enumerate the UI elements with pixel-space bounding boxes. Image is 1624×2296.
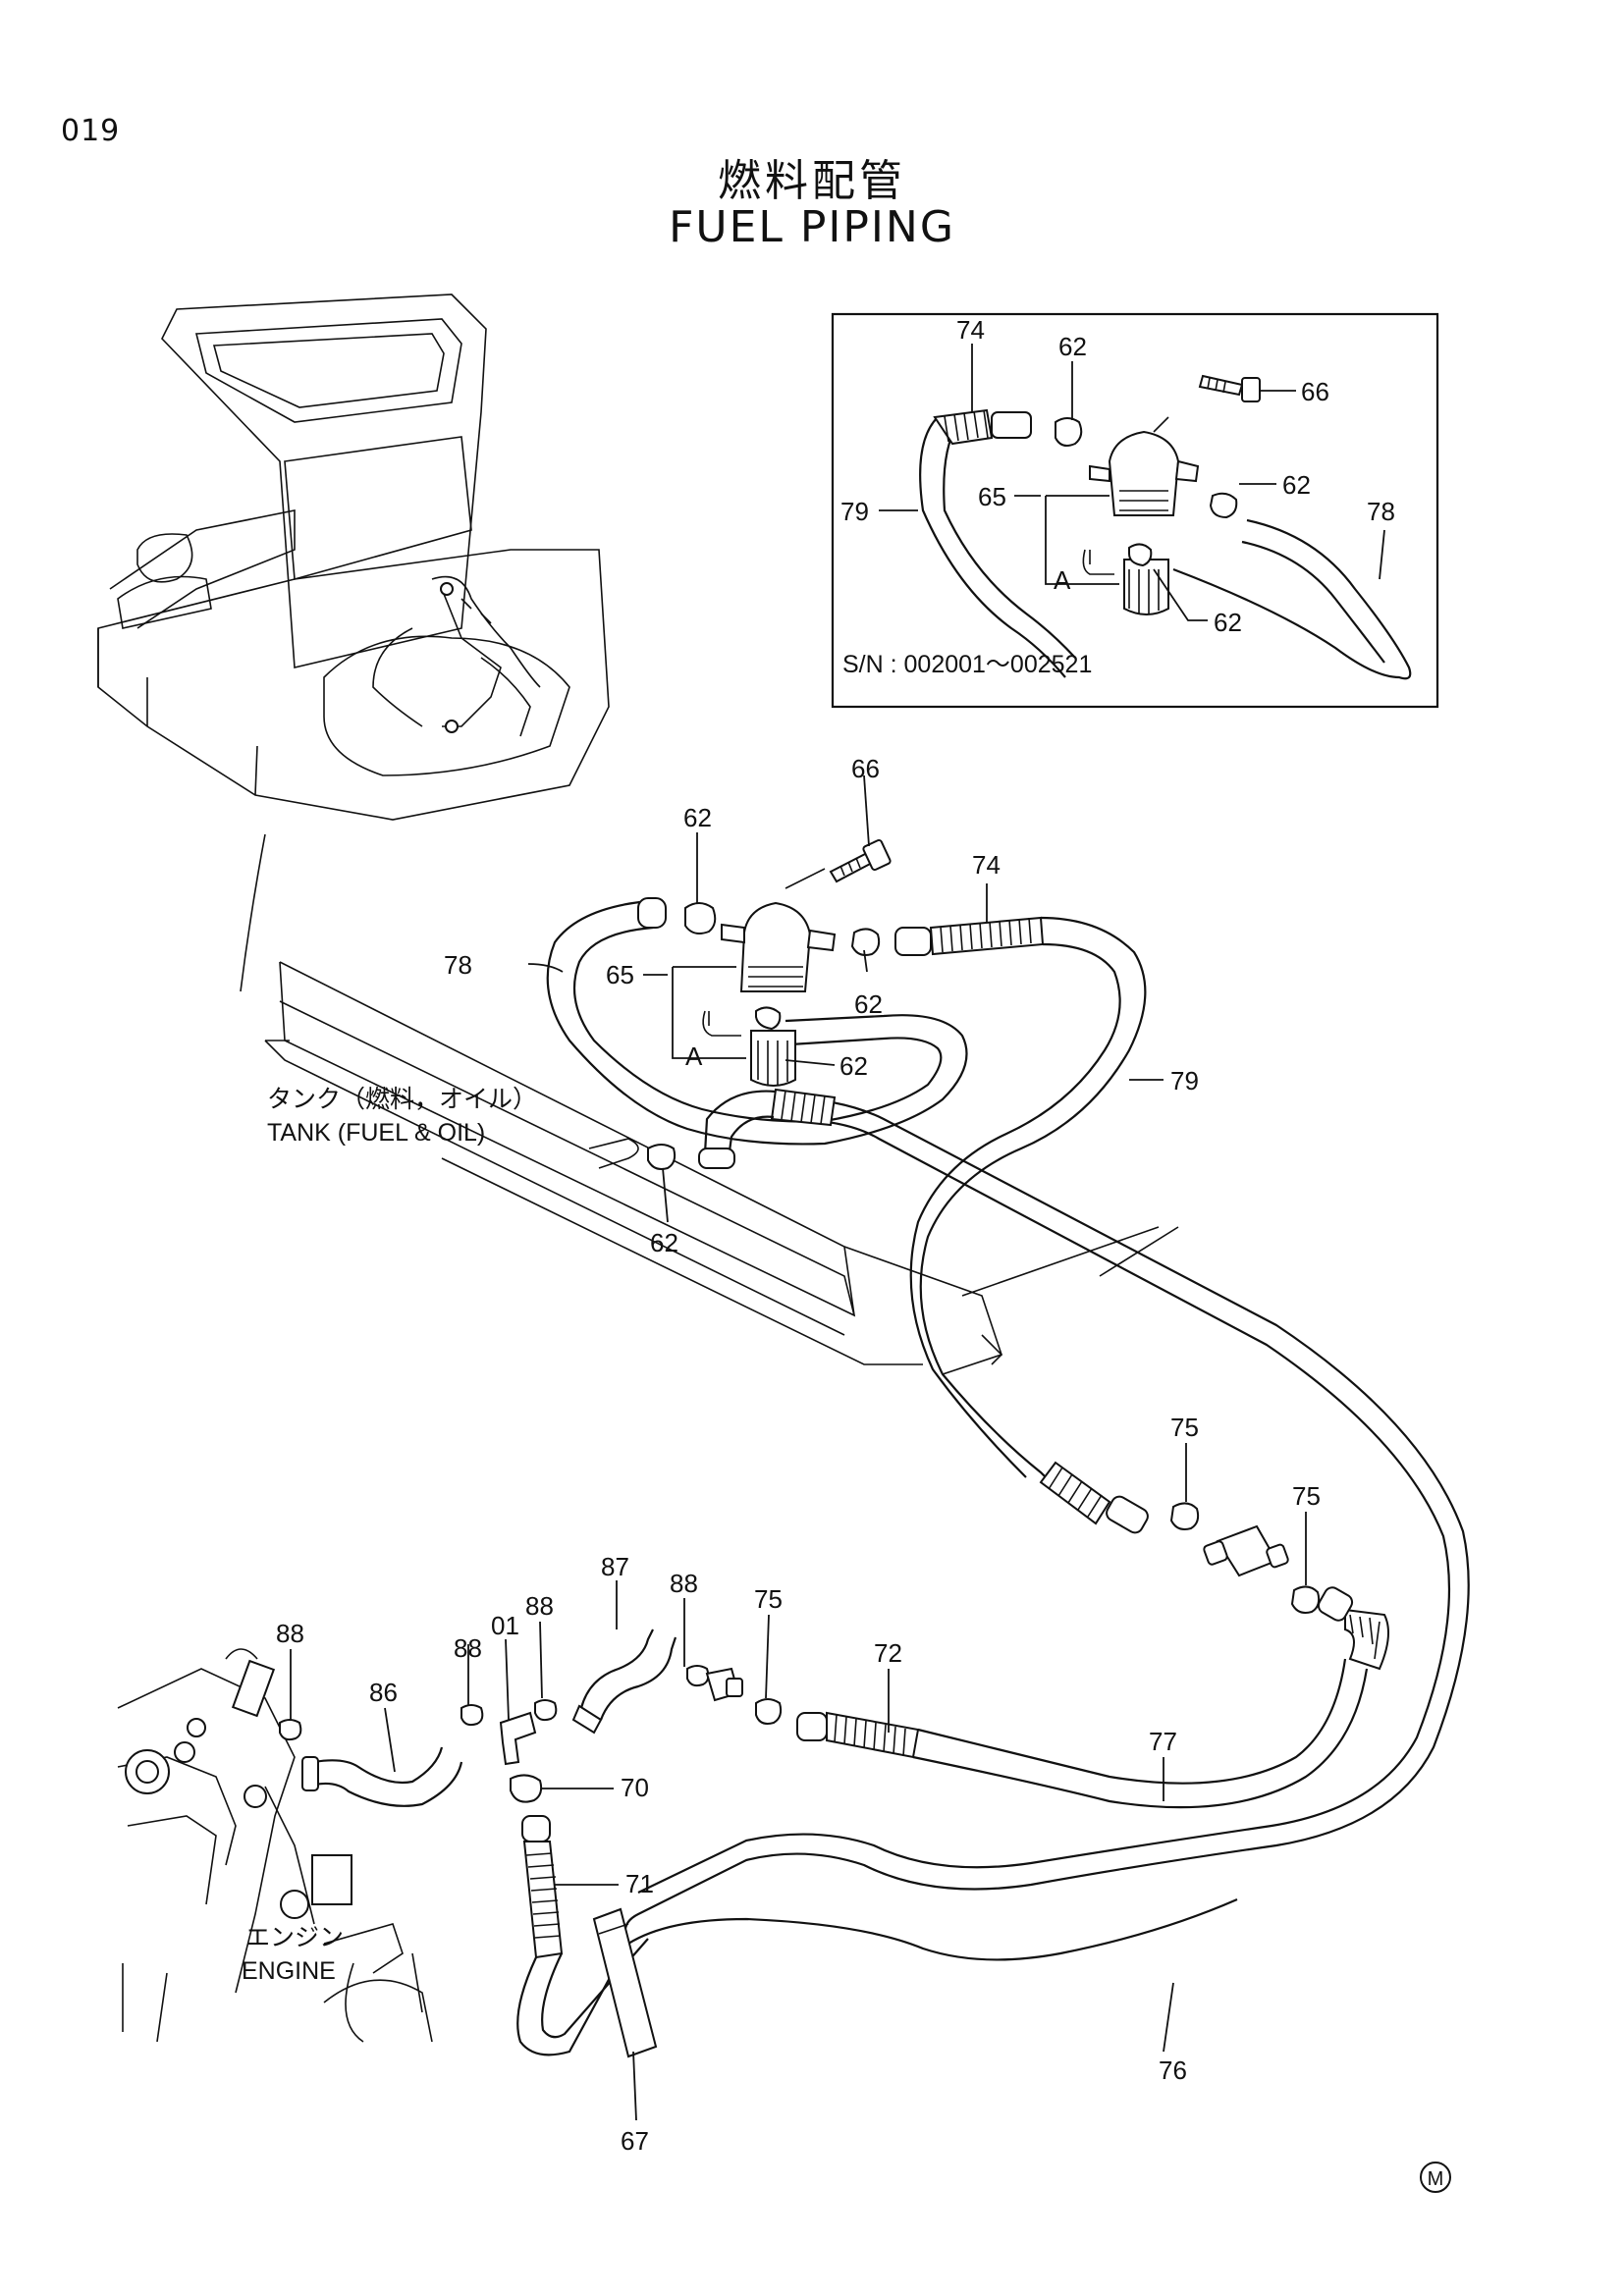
callout-65: 65: [606, 960, 634, 989]
serial-number-range: S/N : 002001～002521: [842, 651, 1092, 678]
callout-79: 79: [1170, 1066, 1199, 1095]
callout-88-mid: 88: [525, 1591, 554, 1621]
inset-corrugated-hose-74: [933, 408, 1032, 446]
callout-86: 86: [369, 1678, 398, 1707]
callout-67: 67: [621, 2126, 649, 2156]
callout-62-left: 62: [650, 1228, 678, 1257]
callout-62-top: 62: [683, 803, 712, 832]
corrugated-hose-mid: [1039, 1461, 1149, 1534]
inset-callout-66: 66: [1301, 377, 1329, 406]
callout-62-right: 62: [854, 989, 883, 1019]
callout-72: 72: [874, 1638, 902, 1668]
callout-76: 76: [1159, 2056, 1187, 2085]
fuel-filter-65: [721, 868, 837, 1087]
clamp-62-top: [684, 902, 717, 934]
mark-letter: M: [1428, 2168, 1444, 2190]
inset-callout-78: 78: [1367, 497, 1395, 526]
inset-callout-62-top: 62: [1058, 332, 1087, 361]
inline-fuel-strainer: [1203, 1524, 1289, 1577]
page-number: 019: [61, 114, 121, 148]
callout-62-filter: 62: [839, 1051, 868, 1081]
bolt-66: [829, 774, 892, 883]
inset-callout-62-right: 62: [1282, 470, 1311, 500]
inset-bolt-66: [1198, 374, 1261, 402]
callout-88-right: 88: [670, 1569, 698, 1598]
main-fuel-line-assembly: 66 62 74 78 65 62 A 62 79 62 75 75 87 88…: [242, 754, 1470, 2156]
page-title: FUEL PIPING: [669, 202, 955, 252]
engine-label-japanese: エンジン: [245, 1924, 344, 1951]
inset-callout-a: A: [1054, 565, 1071, 595]
corrugated-hose-72: [796, 1711, 920, 1759]
corrugated-hose-74: [894, 916, 1045, 956]
callout-70: 70: [621, 1773, 649, 1802]
inset-panel: 74 62 66 79 65 62 78 A 62 S/N : 002001～0…: [831, 312, 1439, 709]
callout-75-lower: 75: [754, 1584, 783, 1614]
page-title-japanese: 燃料配管: [718, 156, 906, 206]
callout-75-right: 75: [1292, 1481, 1321, 1511]
inset-callout-79: 79: [840, 497, 869, 526]
circled-m-mark: M: [1420, 2162, 1451, 2193]
tank-label-japanese: タンク（燃料，オイル）: [267, 1086, 537, 1113]
inset-callout-74: 74: [956, 315, 985, 345]
clip-67: [592, 1907, 658, 2058]
callout-88-left: 88: [454, 1633, 482, 1663]
callout-74: 74: [972, 850, 1001, 880]
callout-87: 87: [601, 1552, 629, 1581]
corrugated-hose-upper: [698, 1088, 837, 1169]
fitting-88-right: [686, 1665, 743, 1702]
callout-78: 78: [444, 950, 472, 980]
tank-label: TANK (FUEL & OIL): [267, 1119, 485, 1147]
inset-callout-65: 65: [978, 482, 1006, 511]
callout-75-upper: 75: [1170, 1413, 1199, 1442]
inset-callout-62-bottom: 62: [1214, 608, 1242, 637]
callout-88-engine: 88: [276, 1619, 304, 1648]
callout-71: 71: [625, 1869, 654, 1898]
callout-66: 66: [851, 754, 880, 783]
engine-label: ENGINE: [242, 1957, 336, 1985]
callout-01: 01: [491, 1611, 519, 1640]
machine-cab-illustration: [97, 294, 610, 821]
tee-fitting-01: [499, 1711, 537, 1766]
corrugated-hose-71: [521, 1815, 564, 1959]
engine-illustration: [117, 1648, 433, 2043]
callout-77: 77: [1149, 1727, 1177, 1756]
tank-illustration: [240, 833, 1179, 1375]
callout-a: A: [685, 1041, 703, 1071]
corrugated-hose-right: [1317, 1586, 1389, 1671]
